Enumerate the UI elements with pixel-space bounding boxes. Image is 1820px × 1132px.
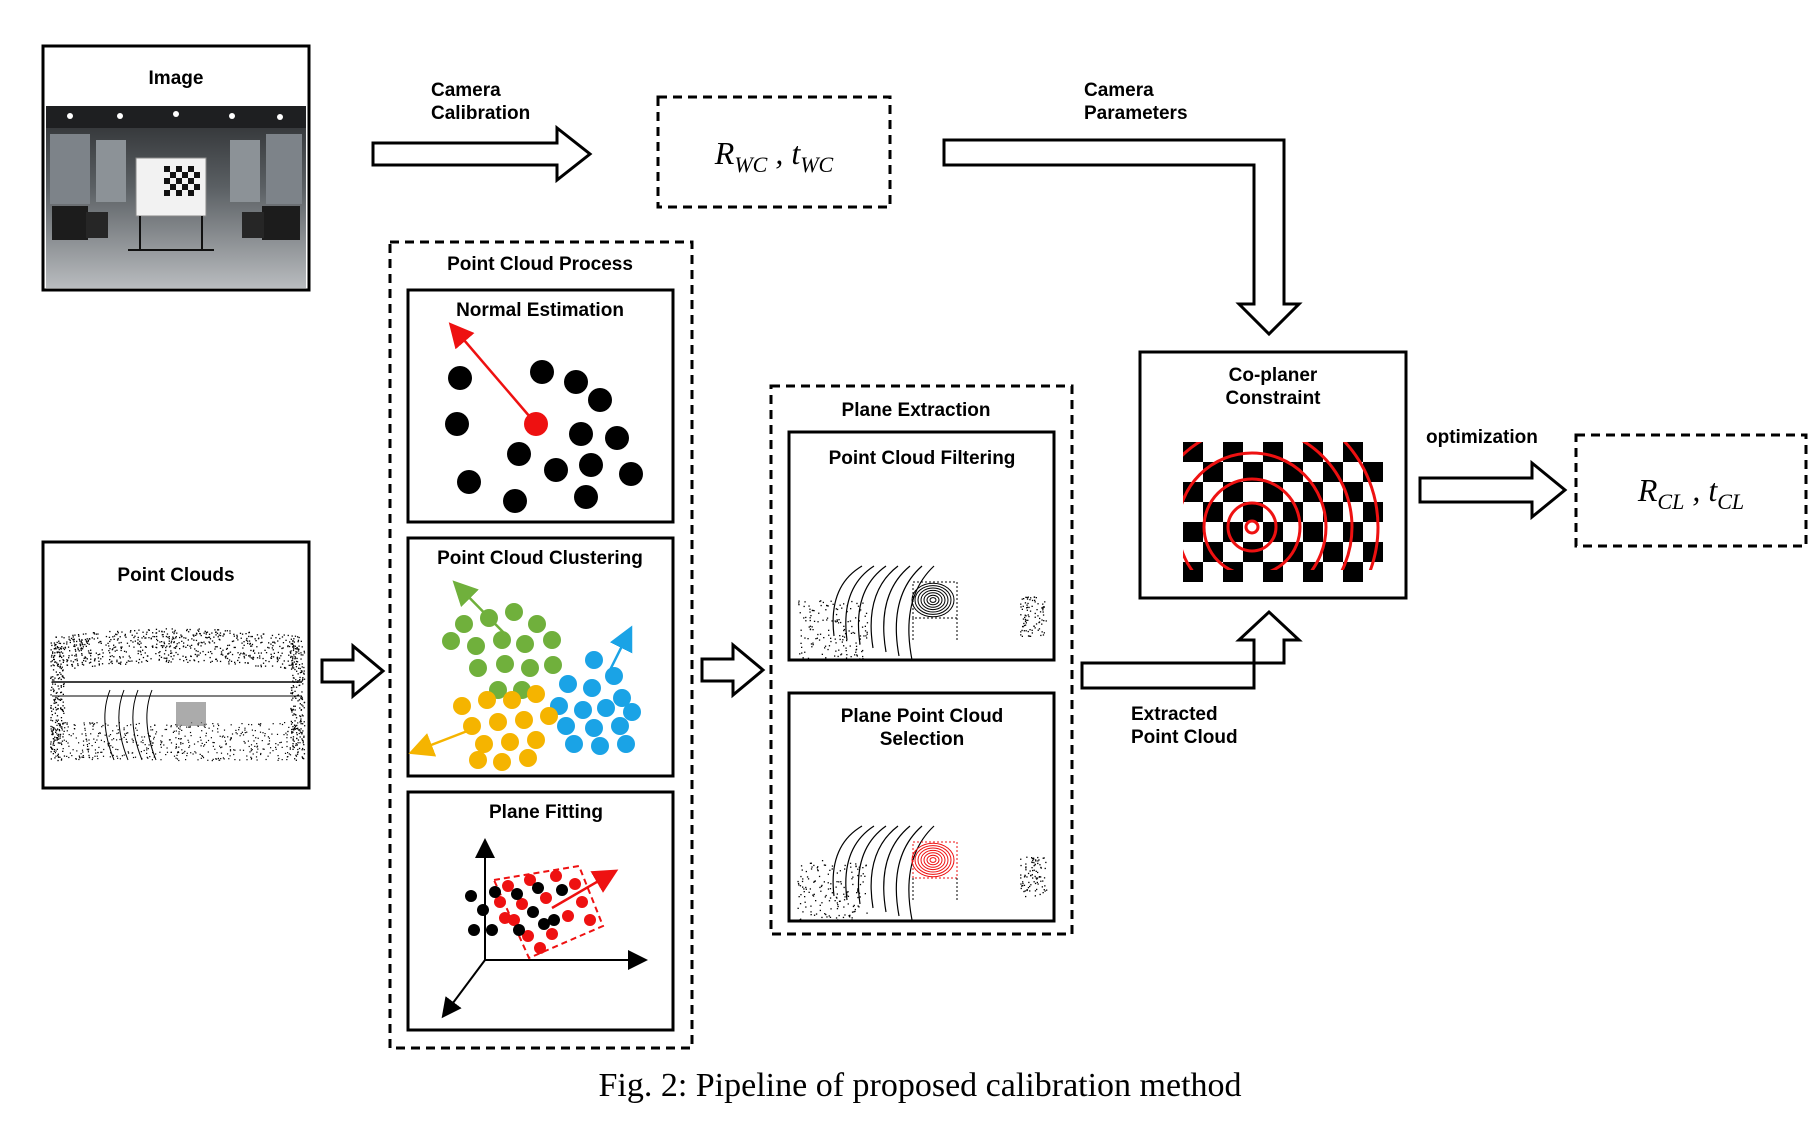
query-point	[524, 412, 548, 436]
normal-estimation-panel: Normal Estimation	[406, 288, 675, 524]
fitted-plane	[492, 864, 605, 960]
plane-extraction-title: Plane Extraction	[842, 400, 991, 421]
filtering-title: Point Cloud Filtering	[829, 448, 1016, 469]
normal-estimation-title: Normal Estimation	[456, 300, 624, 321]
checkerboard-target	[164, 166, 200, 196]
fit-inliers	[494, 870, 596, 954]
svg-text:Constraint: Constraint	[1226, 388, 1322, 409]
image-panel: Image	[41, 44, 311, 292]
axes	[441, 838, 648, 1019]
image-panel-title: Image	[149, 68, 204, 89]
green-cluster	[442, 603, 562, 699]
svg-text:Parameters: Parameters	[1084, 103, 1188, 124]
svg-text:Co-planer: Co-planer	[1229, 365, 1318, 386]
neighbor-points	[445, 360, 643, 513]
pc-to-process-arrow	[320, 642, 386, 700]
svg-text:Calibration: Calibration	[431, 103, 530, 124]
filtered-scan	[798, 565, 1047, 662]
plane-fitting-panel: Plane Fitting	[406, 790, 675, 1032]
svg-text:Selection: Selection	[880, 729, 964, 750]
camera-parameters-label: Camera Parameters	[1084, 80, 1188, 124]
svg-text:Plane Point Cloud: Plane Point Cloud	[841, 706, 1004, 727]
svg-text:RCL , tCL: RCL , tCL	[1637, 472, 1744, 514]
point-cloud-clustering-panel: Point Cloud Clustering	[406, 536, 675, 778]
clustering-title: Point Cloud Clustering	[437, 548, 643, 569]
point-clouds-panel: Point Clouds	[41, 540, 311, 790]
optimization-arrow	[1418, 459, 1568, 521]
figure-caption: Fig. 2: Pipeline of proposed calibration…	[598, 1067, 1241, 1104]
rcl-box: RCL , tCL	[1574, 433, 1808, 548]
camera-parameters-arrow	[942, 138, 1303, 337]
selected-plane-scan	[797, 825, 1048, 921]
co-planer-panel: Co-planer Constraint	[1138, 350, 1408, 600]
yellow-cluster	[453, 685, 558, 771]
normal-vector-arrow	[448, 322, 537, 425]
plane-fitting-title: Plane Fitting	[489, 802, 603, 823]
lidar-scan	[50, 628, 306, 762]
lidar-rings	[1183, 442, 1380, 570]
camera-calibration-label: Camera Calibration	[431, 80, 530, 124]
svg-text:Camera: Camera	[431, 80, 501, 101]
rwc-box: RWC , tWC	[656, 95, 892, 209]
plane-selection-panel: Plane Point Cloud Selection	[787, 691, 1056, 923]
room-photo	[46, 106, 306, 288]
point-cloud-process-title: Point Cloud Process	[447, 254, 633, 275]
svg-text:RWC , tWC: RWC , tWC	[714, 135, 834, 177]
optimization-label: optimization	[1426, 427, 1538, 448]
point-cloud-filtering-panel: Point Cloud Filtering	[787, 430, 1056, 662]
point-clouds-title: Point Clouds	[117, 565, 234, 586]
plane-extraction: Plane Extraction Point Cloud Filtering P…	[769, 384, 1074, 936]
svg-text:Extracted: Extracted	[1131, 704, 1218, 725]
svg-text:Camera: Camera	[1084, 80, 1154, 101]
extracted-point-cloud-arrow	[1080, 609, 1303, 690]
camera-calibration-arrow	[371, 124, 593, 184]
extracted-point-cloud-label: Extracted Point Cloud	[1131, 704, 1238, 748]
blue-cluster	[550, 651, 641, 755]
svg-text:Point Cloud: Point Cloud	[1131, 727, 1238, 748]
fit-outliers	[465, 882, 568, 936]
process-to-extraction-arrow	[700, 641, 766, 699]
point-cloud-process: Point Cloud Process Normal Estimation Po…	[388, 240, 694, 1050]
